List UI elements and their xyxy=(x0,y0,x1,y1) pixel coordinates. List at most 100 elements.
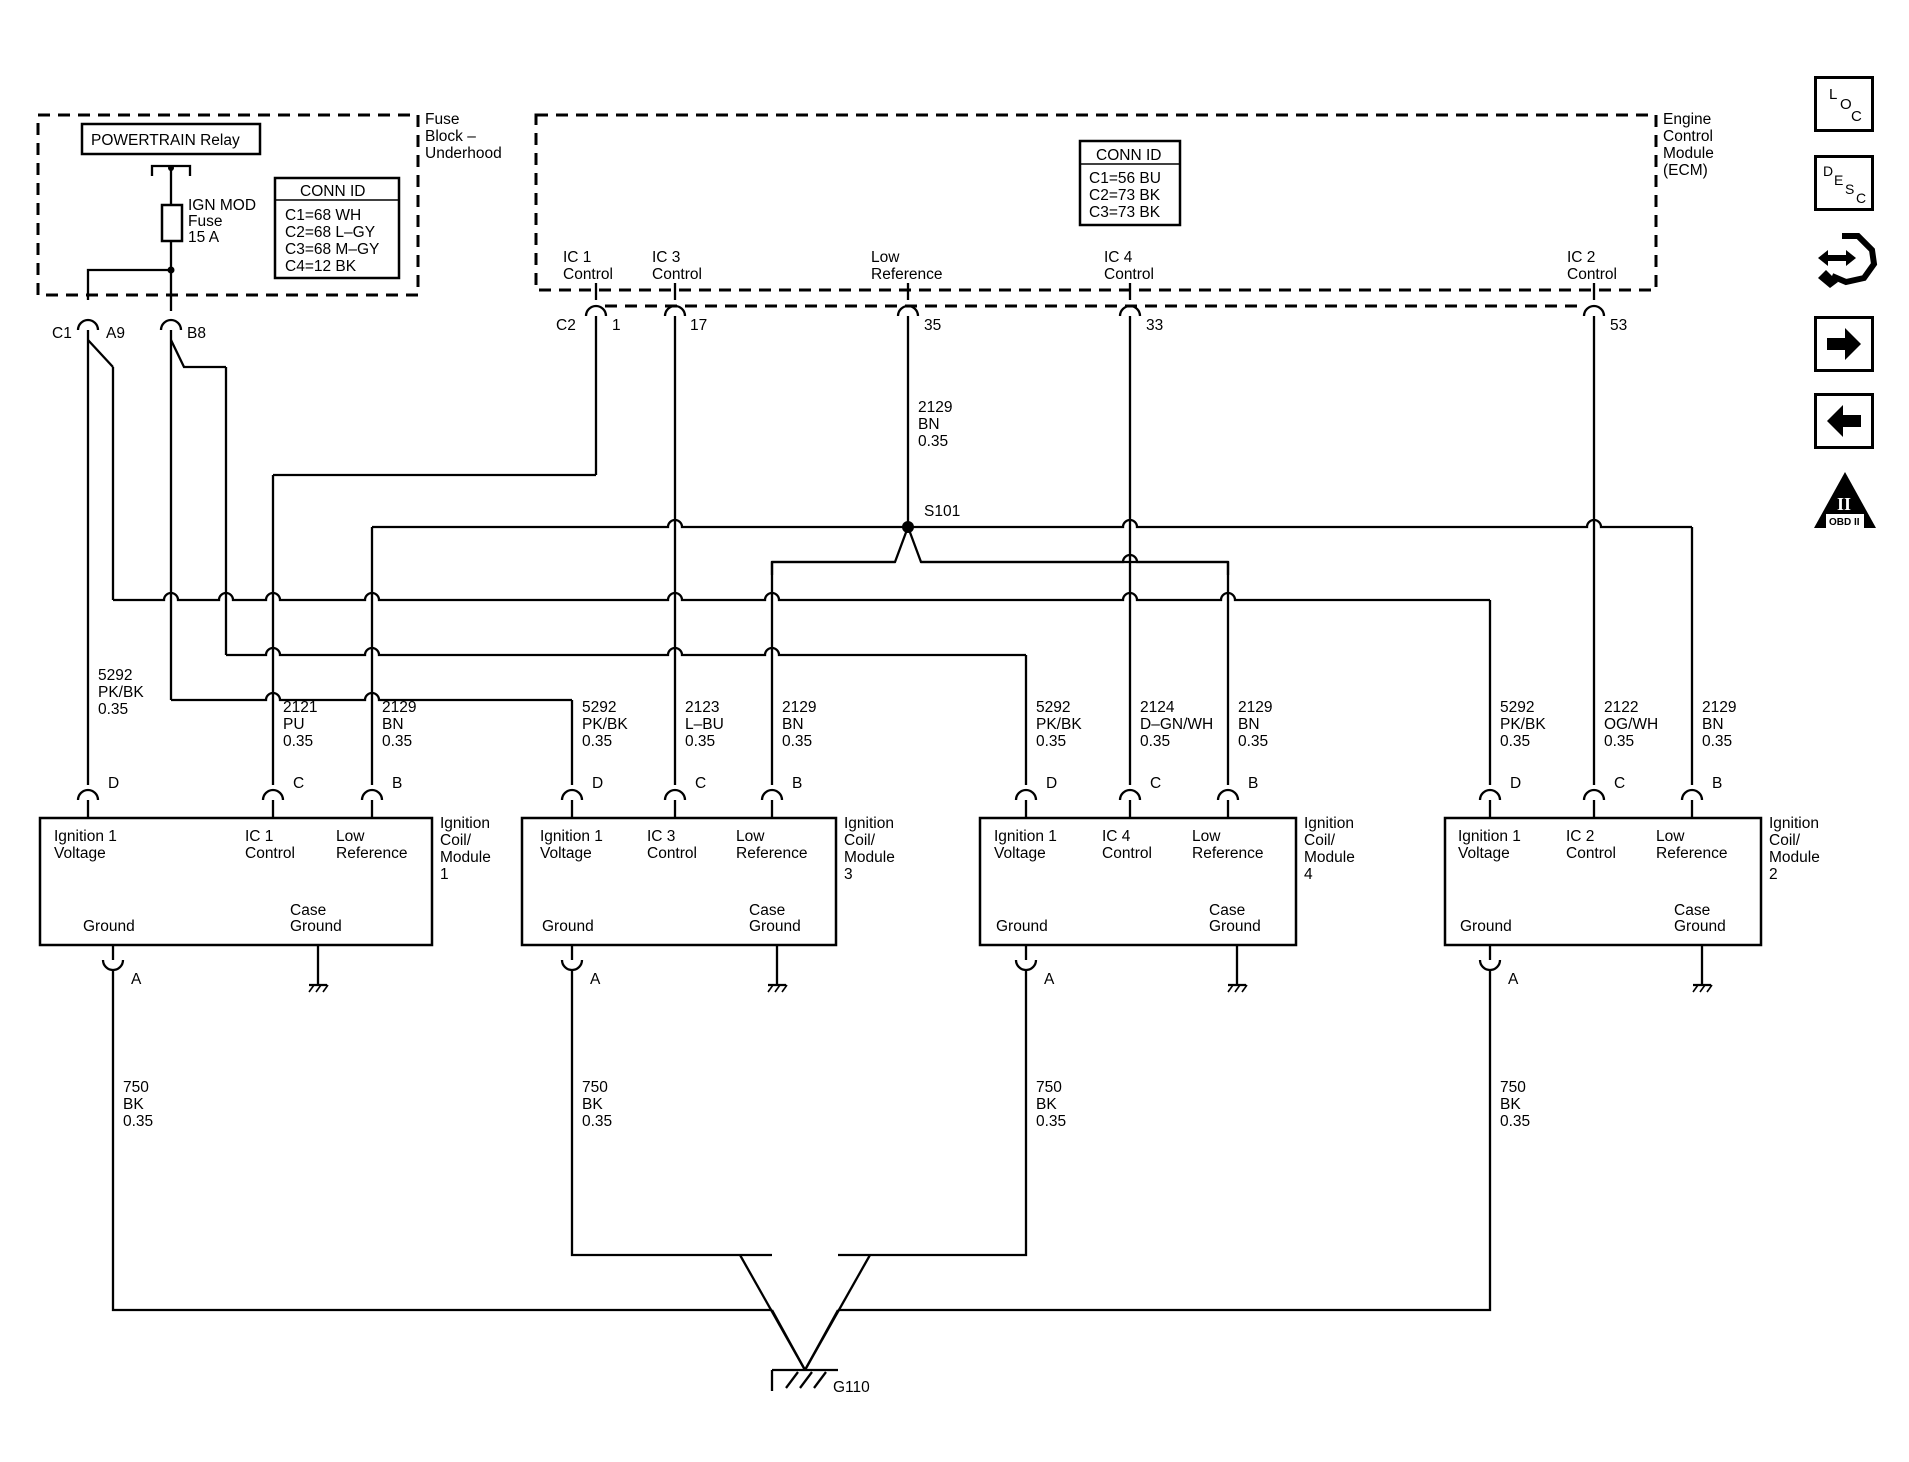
ecm-pin-17: 17 xyxy=(690,317,707,334)
ecm-connector-label: C2 xyxy=(556,317,576,334)
coil-3-ground-label: Ground xyxy=(996,918,1048,935)
coil-3-lowref-label-1: Low xyxy=(1192,828,1221,845)
coil-2-name-2: Coil/ xyxy=(844,832,876,849)
coil-4-case-ground-label-1: Case xyxy=(1674,902,1710,919)
coil-1-wire-1-label-1: 5292 xyxy=(98,667,132,684)
coil-4-ic-label-2: Control xyxy=(1566,845,1616,862)
coil-4-name-4: 2 xyxy=(1769,866,1778,883)
fuse-c1-a9-socket xyxy=(76,318,100,331)
coil-2-wire-1-label-1: 5292 xyxy=(582,699,616,716)
desc-button[interactable]: D E S C xyxy=(1814,155,1874,211)
coil-4-case-ground-label-2: Ground xyxy=(1674,918,1726,935)
coil-4-socket-b xyxy=(1680,788,1704,801)
coil-2-box xyxy=(520,816,838,947)
coil-1-case-ground-label-1: Case xyxy=(290,902,326,919)
ecm-conn-id-title: CONN ID xyxy=(1096,147,1161,164)
coil-3-case-ground-label-1: Case xyxy=(1209,902,1245,919)
coil-4-ground-wire-label-2: BK xyxy=(1500,1096,1521,1113)
coil-3-ground-wire-label-3: 0.35 xyxy=(1036,1113,1066,1130)
ecm-c2-socket-5 xyxy=(1582,304,1606,317)
splice-s101-dot xyxy=(902,521,914,533)
coil-4-name-2: Coil/ xyxy=(1769,832,1801,849)
coil-3-wire-2-label-2: D–GN/WH xyxy=(1140,716,1213,733)
ecm-ic3-label-2: Control xyxy=(652,266,702,283)
desc-letter-s: S xyxy=(1845,181,1854,197)
coil-2-ground-wire-label-1: 750 xyxy=(582,1079,608,1096)
coil-1-ground-wire-label-3: 0.35 xyxy=(123,1113,153,1130)
coil-2-pin-a: A xyxy=(590,971,601,988)
coil-3-wire-2-label-3: 0.35 xyxy=(1140,733,1170,750)
fuse-conn-id-title: CONN ID xyxy=(300,183,365,200)
coil-3-voltage-label-2: Voltage xyxy=(994,845,1046,862)
coil-1-ground-label: Ground xyxy=(83,918,135,935)
coil-4-wire-3-label-2: BN xyxy=(1702,716,1724,733)
fuse-conn-id-box xyxy=(273,176,401,280)
coil-1-wire-2-label-3: 0.35 xyxy=(283,733,313,750)
fuse-pin-b8: B8 xyxy=(187,325,206,342)
loc-button[interactable]: L O C xyxy=(1814,76,1874,132)
coil-2-wire-2-label-3: 0.35 xyxy=(685,733,715,750)
coil-1-ground-wire-label-1: 750 xyxy=(123,1079,149,1096)
coil-4-wire-1-label-1: 5292 xyxy=(1500,699,1534,716)
splice-id: S101 xyxy=(924,503,960,520)
coil-4-wire-2-label-1: 2122 xyxy=(1604,699,1638,716)
desc-letter-d: D xyxy=(1823,163,1833,179)
splice-wire-2: BN xyxy=(918,416,940,433)
coil-4-ground-label: Ground xyxy=(1460,918,1512,935)
coil-3-lowref-label-2: Reference xyxy=(1192,845,1264,862)
coil-3-ground-wire-label-2: BK xyxy=(1036,1096,1057,1113)
ecm-label-4: (ECM) xyxy=(1663,162,1708,179)
ecm-ic3-label-1: IC 3 xyxy=(652,249,680,266)
fuse-label-3: 15 A xyxy=(188,229,220,246)
coil-4-wire-1-label-2: PK/BK xyxy=(1500,716,1546,733)
coil-3-pin-b: B xyxy=(1248,775,1258,792)
ecm-c2-socket-2 xyxy=(663,304,687,317)
fuse-block-label-2: Block – xyxy=(425,128,476,145)
coil-4-pin-b: B xyxy=(1712,775,1722,792)
ecm-label-1: Engine xyxy=(1663,111,1711,128)
obd-ii-icon[interactable]: II OBD II xyxy=(1812,470,1878,532)
coil-2-lowref-label-1: Low xyxy=(736,828,765,845)
coil-1-wire-3-label-1: 2129 xyxy=(382,699,416,716)
coil-2-ic-label-2: Control xyxy=(647,845,697,862)
fuse-block-label-1: Fuse xyxy=(425,111,459,128)
coil-1-lowref-label-1: Low xyxy=(336,828,365,845)
coil-4-ground-wire-label-1: 750 xyxy=(1500,1079,1526,1096)
coil-1-pin-b: B xyxy=(392,775,402,792)
coil-3-ic-label-2: Control xyxy=(1102,845,1152,862)
coil-1-socket-d xyxy=(76,788,100,801)
ecm-pin-35: 35 xyxy=(924,317,941,334)
coil-2-pin-d: D xyxy=(592,775,603,792)
coil-2-wire-3-label-1: 2129 xyxy=(782,699,816,716)
wire-ign1-coil3 xyxy=(171,691,572,702)
obd-numeral: II xyxy=(1837,494,1851,514)
coil-3-case-ground-label-2: Ground xyxy=(1209,918,1261,935)
loc-letter-c: C xyxy=(1851,108,1862,125)
coil-4-name-1: Ignition xyxy=(1769,815,1819,832)
wire-lowref-bus xyxy=(372,518,1692,529)
coil-3-wire-3-label-2: BN xyxy=(1238,716,1260,733)
coil-1-pin-d: D xyxy=(108,775,119,792)
coil-3-box xyxy=(978,816,1298,947)
splice-wire-1: 2129 xyxy=(918,399,952,416)
fuse-block-outline xyxy=(36,113,420,297)
powertrain-relay-label: POWERTRAIN Relay xyxy=(91,132,240,149)
coil-3-wire-3-label-1: 2129 xyxy=(1238,699,1272,716)
coil-4-wire-3-label-3: 0.35 xyxy=(1702,733,1732,750)
ecm-pin-53: 53 xyxy=(1610,317,1627,334)
next-arrow-button[interactable] xyxy=(1814,316,1874,372)
loc-letter-l: L xyxy=(1829,86,1837,103)
coil-2-ground-wire-label-3: 0.35 xyxy=(582,1113,612,1130)
connector-end-view-icon[interactable] xyxy=(1812,232,1878,292)
coil-2-case-ground-label-1: Case xyxy=(749,902,785,919)
fuse-label-2: Fuse xyxy=(188,213,222,230)
coil-2-ic-label-1: IC 3 xyxy=(647,828,675,845)
ecm-ic2-label-1: IC 2 xyxy=(1567,249,1595,266)
ecm-label-3: Module xyxy=(1663,145,1714,162)
coil-2-socket-d xyxy=(560,788,584,801)
coil-1-pin-c: C xyxy=(293,775,304,792)
coil-3-wire-3-label-3: 0.35 xyxy=(1238,733,1268,750)
coil-1-ground-wire-label-2: BK xyxy=(123,1096,144,1113)
coil-1-ic-label-2: Control xyxy=(245,845,295,862)
previous-arrow-button[interactable] xyxy=(1814,393,1874,449)
